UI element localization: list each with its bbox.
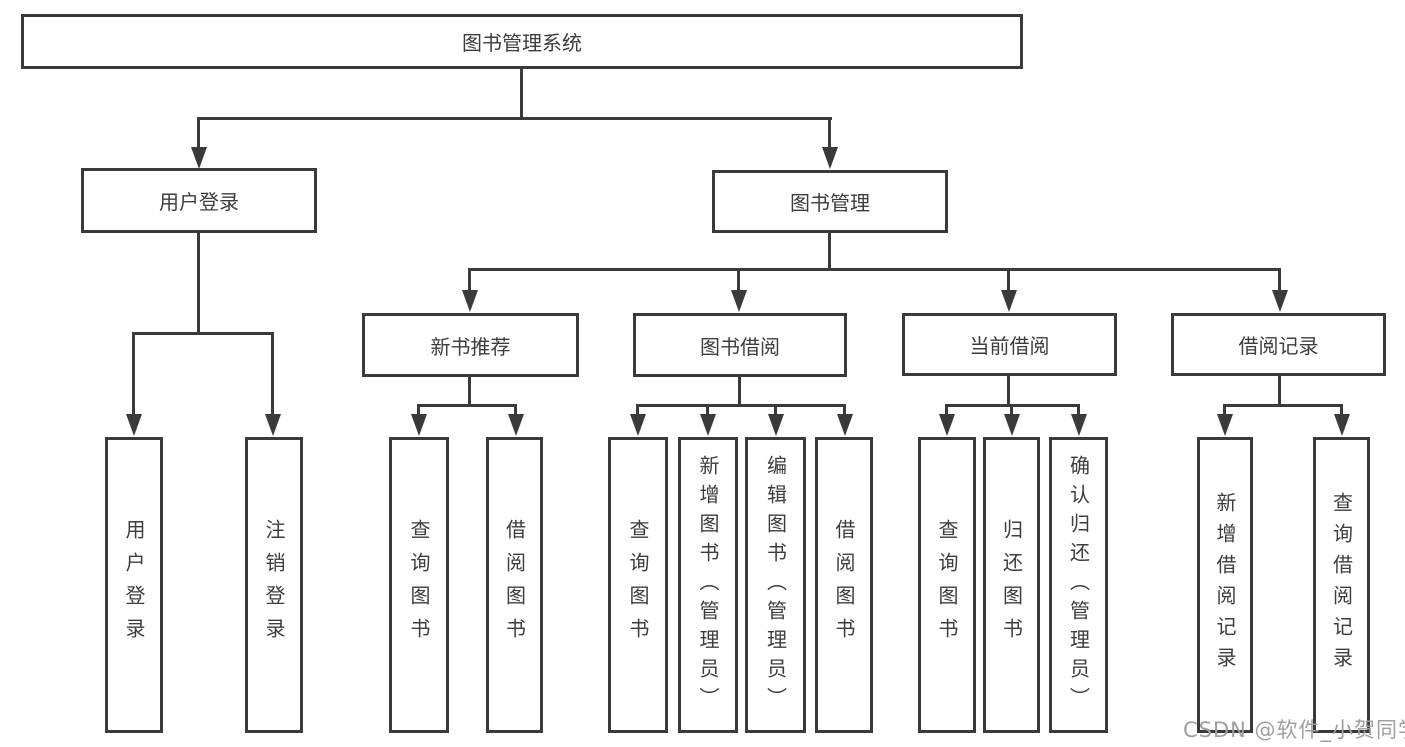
connector-level3-drop	[1278, 268, 1281, 294]
leaf-label: 查询图书	[935, 519, 959, 651]
node-library-system: 图书管理系统	[21, 14, 1023, 69]
leaf-label: 新增借阅记录	[1213, 492, 1237, 678]
arrow-down-icon	[191, 147, 207, 169]
arrow-down-icon	[508, 414, 524, 436]
connector-leaf-drop	[271, 332, 274, 417]
connector-current-borrow-stem	[1007, 374, 1010, 407]
arrow-down-icon	[1334, 414, 1350, 436]
connector-user-login-branch	[132, 332, 274, 335]
connector-book-borrow-stem	[738, 375, 741, 407]
leaf-label: 确认归还（管理员）	[1066, 454, 1091, 716]
connector-leaf-drop	[636, 404, 639, 417]
leaf-query-books: 查询图书	[918, 437, 976, 733]
connector-root-stem	[520, 67, 523, 118]
arrow-down-icon	[630, 414, 646, 436]
leaf-label: 查询图书	[626, 519, 650, 651]
arrow-down-icon	[265, 414, 281, 436]
node-label: 当前借阅	[969, 334, 1050, 358]
connector-user-login-drop	[197, 117, 200, 150]
node-label: 图书管理	[790, 191, 870, 215]
leaf-query-borrow-record: 查询借阅记录	[1313, 437, 1370, 733]
arrow-down-icon	[1004, 414, 1020, 436]
connector-user-login-stem	[197, 233, 200, 334]
arrow-down-icon	[822, 147, 838, 169]
connector-borrow-records-stem	[1278, 374, 1281, 407]
connector-leaf-drop	[1077, 404, 1080, 417]
arrow-down-icon	[126, 414, 142, 436]
leaf-borrow-books: 借阅图书	[815, 437, 873, 733]
connector-leaf-drop	[1010, 404, 1013, 417]
node-user-login-branch: 用户登录	[81, 168, 317, 233]
node-current-borrowing: 当前借阅	[902, 313, 1117, 376]
leaf-logout: 注销登录	[245, 437, 303, 733]
arrow-down-icon	[1071, 414, 1087, 436]
arrow-down-icon	[1001, 290, 1017, 312]
connector-new-book-stem	[468, 375, 471, 407]
connector-book-mgmt-stem	[828, 231, 831, 271]
connector-leaf-drop	[945, 404, 948, 417]
leaf-return-books: 归还图书	[983, 437, 1040, 733]
arrow-down-icon	[768, 414, 784, 436]
node-borrowing-records: 借阅记录	[1171, 313, 1386, 376]
node-label: 图书借阅	[700, 334, 780, 359]
connector-leaf-drop	[417, 404, 420, 417]
node-label: 用户登录	[159, 190, 239, 214]
connector-leaf-drop	[132, 332, 135, 417]
leaf-label: 新增图书（管理员）	[696, 454, 720, 716]
leaf-borrow-books: 借阅图书	[486, 437, 543, 733]
leaf-query-books: 查询图书	[389, 437, 449, 733]
leaf-label: 归还图书	[999, 519, 1024, 651]
arrow-down-icon	[1217, 414, 1233, 436]
node-book-borrowing: 图书借阅	[633, 313, 847, 377]
arrow-down-icon	[1272, 290, 1288, 312]
leaf-label: 编辑图书（管理员）	[763, 454, 788, 716]
connector-book-mgmt-branch	[468, 268, 1281, 271]
connector-book-borrow-branch	[636, 404, 846, 407]
connector-new-book-branch	[417, 404, 517, 407]
watermark: CSDN @软件_小贺同学	[1183, 718, 1405, 742]
leaf-query-books: 查询图书	[608, 437, 668, 733]
leaf-label: 注销登录	[262, 519, 286, 651]
leaf-add-borrow-record: 新增借阅记录	[1197, 437, 1253, 733]
arrow-down-icon	[700, 414, 716, 436]
connector-borrow-records-branch	[1223, 404, 1343, 407]
leaf-user-login: 用户登录	[105, 437, 163, 733]
arrow-down-icon	[939, 414, 955, 436]
leaf-add-books-admin: 新增图书（管理员）	[678, 437, 738, 733]
connector-leaf-drop	[843, 404, 846, 417]
node-label: 借阅记录	[1238, 334, 1319, 358]
leaf-label: 借阅图书	[502, 519, 527, 651]
connector-leaf-drop	[1340, 404, 1343, 417]
connector-leaf-drop	[774, 404, 777, 417]
connector-leaf-drop	[514, 404, 517, 417]
connector-leaf-drop	[1223, 404, 1226, 417]
leaf-label: 借阅图书	[832, 519, 856, 651]
leaf-edit-books-admin: 编辑图书（管理员）	[745, 437, 806, 733]
connector-level3-drop	[737, 268, 740, 294]
node-new-book-recommendation: 新书推荐	[362, 313, 579, 377]
arrow-down-icon	[462, 290, 478, 312]
connector-level3-drop	[1007, 268, 1010, 294]
arrow-down-icon	[837, 414, 853, 436]
node-label: 图书管理系统	[462, 31, 582, 55]
connector-leaf-drop	[706, 404, 709, 417]
connector-root-branch	[197, 117, 832, 120]
leaf-label: 用户登录	[122, 519, 146, 651]
connector-level3-drop	[468, 268, 471, 294]
leaf-label: 查询借阅记录	[1329, 492, 1354, 678]
leaf-label: 查询图书	[407, 519, 431, 651]
arrow-down-icon	[731, 290, 747, 312]
node-book-management: 图书管理	[712, 170, 948, 233]
connector-book-mgmt-drop	[828, 117, 831, 150]
node-label: 新书推荐	[430, 334, 511, 359]
arrow-down-icon	[411, 414, 427, 436]
leaf-confirm-return-admin: 确认归还（管理员）	[1049, 437, 1108, 733]
